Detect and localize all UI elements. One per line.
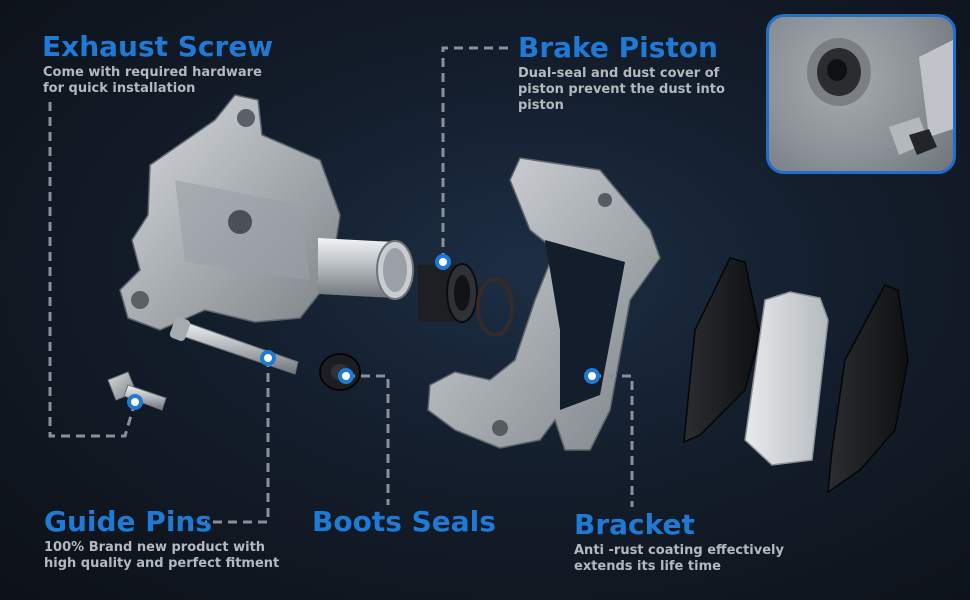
leader-line-guide-pins bbox=[205, 358, 270, 524]
marker-guide-pins bbox=[260, 350, 276, 366]
marker-brake-piston bbox=[435, 254, 451, 270]
description-line: for quick installation bbox=[43, 81, 196, 96]
brake-piston-title: Brake Piston bbox=[518, 31, 718, 64]
brake-pad-inner bbox=[683, 257, 761, 444]
description-line: Come with required hardware bbox=[43, 65, 262, 80]
marker-bracket bbox=[584, 368, 600, 384]
marker-dots bbox=[127, 254, 600, 410]
bracket-description: Anti -rust coating effectively extends i… bbox=[574, 543, 784, 575]
description-line: piston prevent the dust into bbox=[518, 82, 725, 97]
leader-line-exhaust-screw bbox=[48, 102, 137, 438]
leader-lines bbox=[48, 46, 634, 524]
bracket-title: Bracket bbox=[574, 508, 695, 541]
brake-piston-description: Dual-seal and dust cover of piston preve… bbox=[518, 66, 725, 114]
anti-noise-shim bbox=[744, 291, 829, 466]
description-line: high quality and perfect fitment bbox=[44, 556, 280, 571]
boots-seals-title: Boots Seals bbox=[312, 505, 496, 538]
description-line: Anti -rust coating effectively bbox=[574, 543, 784, 558]
exhaust-screw-closeup-inset bbox=[766, 14, 956, 174]
leader-line-bracket bbox=[592, 374, 634, 507]
guide-pin-bolt bbox=[169, 317, 299, 375]
marker-boots-seals bbox=[338, 368, 354, 384]
guide-pins-title: Guide Pins bbox=[44, 505, 213, 538]
marker-exhaust-screw bbox=[127, 394, 143, 410]
closeup-illustration bbox=[807, 38, 953, 155]
exhaust-screw-description: Come with required hardware for quick in… bbox=[43, 65, 262, 97]
description-line: piston bbox=[518, 98, 564, 113]
exhaust-screw-title: Exhaust Screw bbox=[42, 30, 274, 63]
o-ring-seal bbox=[476, 277, 514, 337]
leader-line-brake-piston bbox=[441, 46, 508, 262]
leader-line-boots-seals bbox=[346, 374, 390, 505]
description-line: extends its life time bbox=[574, 559, 721, 574]
exhaust-screw-part bbox=[107, 371, 167, 411]
description-line: Dual-seal and dust cover of bbox=[518, 66, 720, 81]
caliper-bracket bbox=[427, 157, 661, 451]
piston-cylinder bbox=[318, 238, 414, 300]
caliper-body bbox=[119, 94, 341, 331]
description-line: 100% Brand new product with bbox=[44, 540, 266, 555]
brake-pad-outer bbox=[827, 284, 909, 494]
guide-pins-description: 100% Brand new product with high quality… bbox=[44, 540, 279, 572]
piston-dust-boot bbox=[418, 263, 478, 323]
